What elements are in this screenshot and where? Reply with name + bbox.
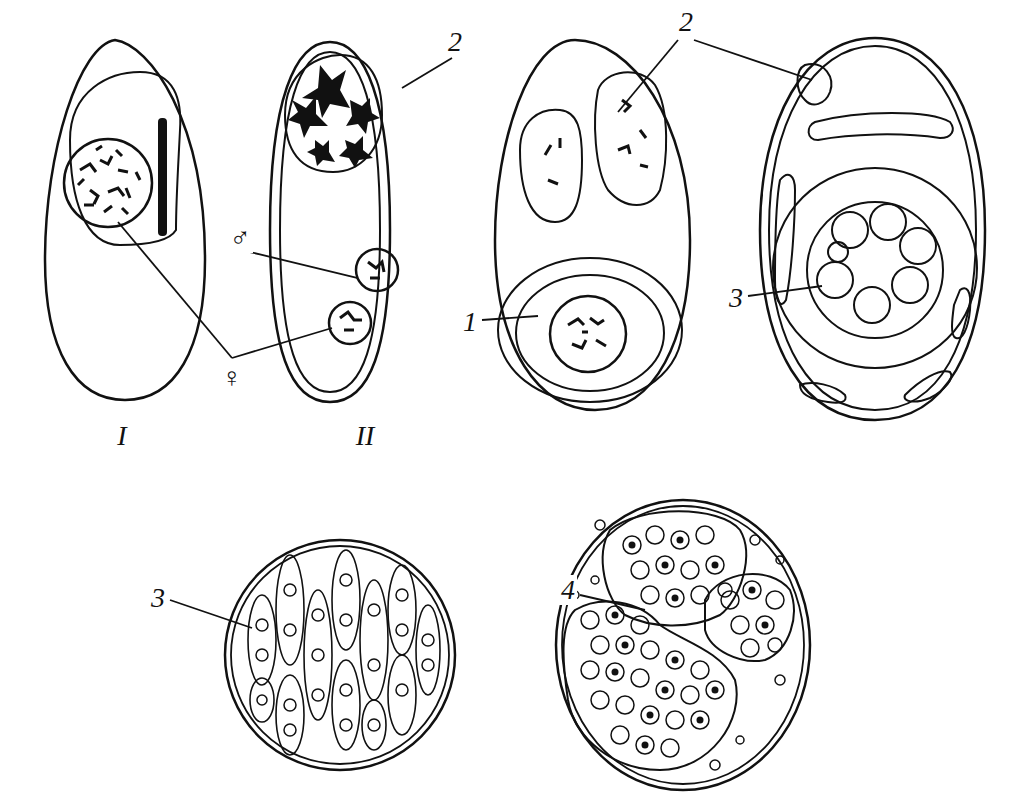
callout-number: 1 bbox=[461, 307, 479, 337]
figure-label: II bbox=[354, 421, 377, 451]
callout-number: 3 bbox=[149, 583, 167, 613]
callout-number: 2 bbox=[677, 7, 695, 37]
sex-symbol: ♂ bbox=[228, 223, 253, 253]
callout-number: 2 bbox=[446, 27, 464, 57]
figure-label: I bbox=[115, 421, 128, 451]
sex-symbol: ♀ bbox=[220, 363, 245, 393]
callout-number: 3 bbox=[727, 283, 745, 313]
callout-number: 4 bbox=[559, 575, 577, 605]
